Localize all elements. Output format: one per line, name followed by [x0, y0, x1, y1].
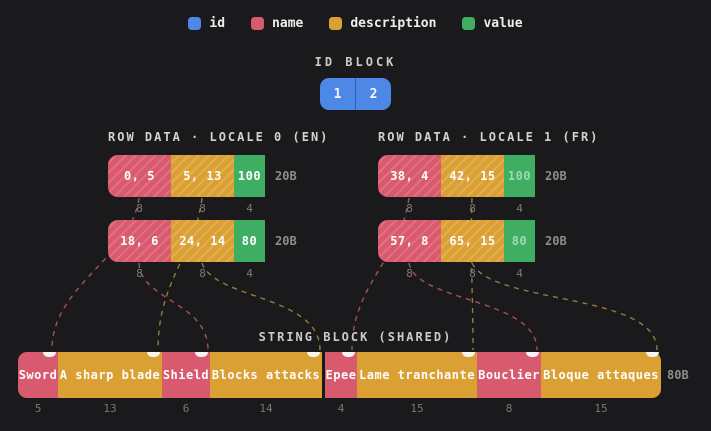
row-segment-description: 42, 15	[441, 155, 504, 197]
legend-label-name: name	[272, 16, 304, 31]
locale1-title: ROW DATA · LOCALE 1 (FR)	[378, 130, 600, 144]
connector-arrow	[195, 352, 208, 357]
row-segment-name: 0, 5	[108, 155, 171, 197]
row-size-label: 20B	[275, 169, 297, 183]
string-segment-a-sharp-blade: A sharp blade	[58, 352, 162, 398]
locale0-title: ROW DATA · LOCALE 0 (EN)	[108, 130, 330, 144]
string-segment-bouclier: Bouclier	[477, 352, 541, 398]
string-block-title: STRING BLOCK (SHARED)	[258, 330, 453, 344]
row-segment-value: 100	[234, 155, 265, 197]
row-size-label: 20B	[545, 234, 567, 248]
id-cell-1: 1	[333, 86, 342, 102]
legend-item-name[interactable]: name	[251, 16, 303, 31]
row-size-label: 20B	[275, 234, 297, 248]
connector-arrow	[646, 352, 659, 357]
legend-item-id[interactable]: id	[188, 16, 225, 31]
row-byte-sizes: 8 8 4	[136, 202, 253, 215]
legend: id name description value	[0, 16, 711, 31]
string-size-label: 80B	[667, 368, 689, 382]
string-segment-lame-tranchante: Lame tranchante	[357, 352, 477, 398]
string-byte-sizes: 5 13 6 14 4 15 8 15	[34, 402, 608, 415]
row-byte-sizes: 8 8 4	[136, 267, 253, 280]
id-block-title: ID BLOCK	[314, 55, 397, 69]
connector-arrow	[43, 352, 56, 357]
connector-arrow	[462, 352, 475, 357]
row-segment-value: 80	[234, 220, 265, 262]
row-segment-value: 80	[504, 220, 535, 262]
row-segment-description: 65, 15	[441, 220, 504, 262]
string-segment-epee: Epee	[325, 352, 357, 398]
row-segment-value: 100	[504, 155, 535, 197]
string-block: Sword A sharp blade Shield Blocks attack…	[18, 352, 661, 398]
legend-label-id: id	[209, 16, 226, 31]
string-segment-bloque-attaques: Bloque attaques	[541, 352, 661, 398]
row-segment-name: 18, 6	[108, 220, 171, 262]
connector-arrow	[526, 352, 539, 357]
row-locale1-row2: 57, 8 65, 15 80 20B	[378, 220, 567, 262]
string-segment-shield: Shield	[162, 352, 210, 398]
string-segment-blocks-attacks: Blocks attacks	[210, 352, 322, 398]
row-segment-description: 5, 13	[171, 155, 234, 197]
row-segment-name: 38, 4	[378, 155, 441, 197]
id-cell-2: 2	[355, 78, 391, 110]
string-segment-sword: Sword	[18, 352, 58, 398]
connector-arrow	[342, 352, 355, 357]
legend-label-description: description	[350, 16, 437, 31]
row-segment-name: 57, 8	[378, 220, 441, 262]
name-color-swatch	[251, 17, 265, 30]
row-segment-description: 24, 14	[171, 220, 234, 262]
legend-item-value[interactable]: value	[462, 16, 523, 31]
value-color-swatch	[462, 17, 476, 30]
row-size-label: 20B	[545, 169, 567, 183]
legend-item-description[interactable]: description	[329, 16, 436, 31]
connector-arrow	[307, 352, 320, 357]
row-locale0-row2: 18, 6 24, 14 80 20B	[108, 220, 297, 262]
id-block: 1 2	[320, 78, 391, 110]
row-locale1-row1: 38, 4 42, 15 100 20B	[378, 155, 567, 197]
row-byte-sizes: 8 8 4	[406, 202, 523, 215]
id-color-swatch	[188, 17, 202, 30]
row-locale0-row1: 0, 5 5, 13 100 20B	[108, 155, 297, 197]
legend-label-value: value	[483, 16, 523, 31]
description-color-swatch	[329, 17, 343, 30]
row-byte-sizes: 8 8 4	[406, 267, 523, 280]
connector-arrow	[147, 352, 160, 357]
